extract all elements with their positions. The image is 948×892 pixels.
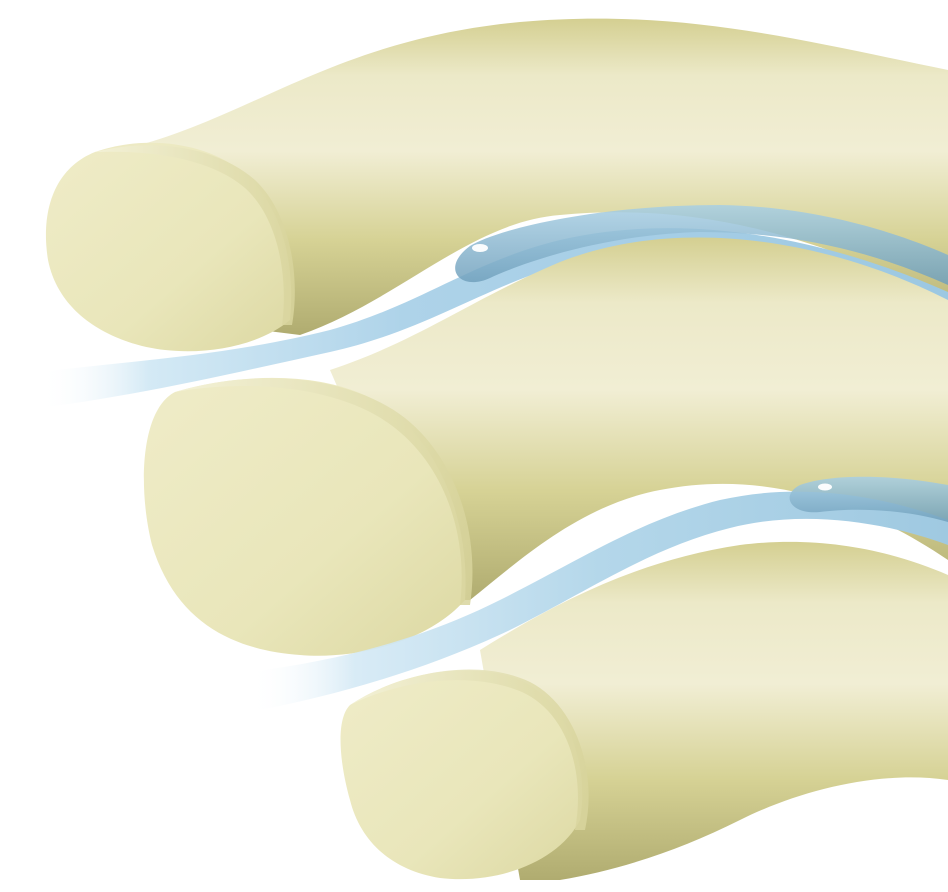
upper-fluid-droplet (455, 205, 948, 285)
top-tube (45, 18, 948, 352)
bottom-tube-body (480, 541, 948, 880)
middle-tube-end-face (143, 377, 466, 656)
lower-fluid-layer (250, 476, 948, 712)
upper-fluid-sheet (40, 228, 948, 408)
upper-fluid-layer (40, 205, 948, 408)
upper-droplet-highlight (472, 244, 488, 252)
top-tube-body (120, 18, 948, 335)
middle-tube-body (330, 237, 948, 600)
lower-fluid-sheet (250, 491, 948, 712)
bottom-tube-end-face (340, 670, 583, 880)
bottom-tube (340, 541, 948, 880)
lower-droplet-highlight (818, 483, 832, 491)
top-tube-end-face (45, 142, 292, 352)
middle-tube (143, 237, 948, 656)
